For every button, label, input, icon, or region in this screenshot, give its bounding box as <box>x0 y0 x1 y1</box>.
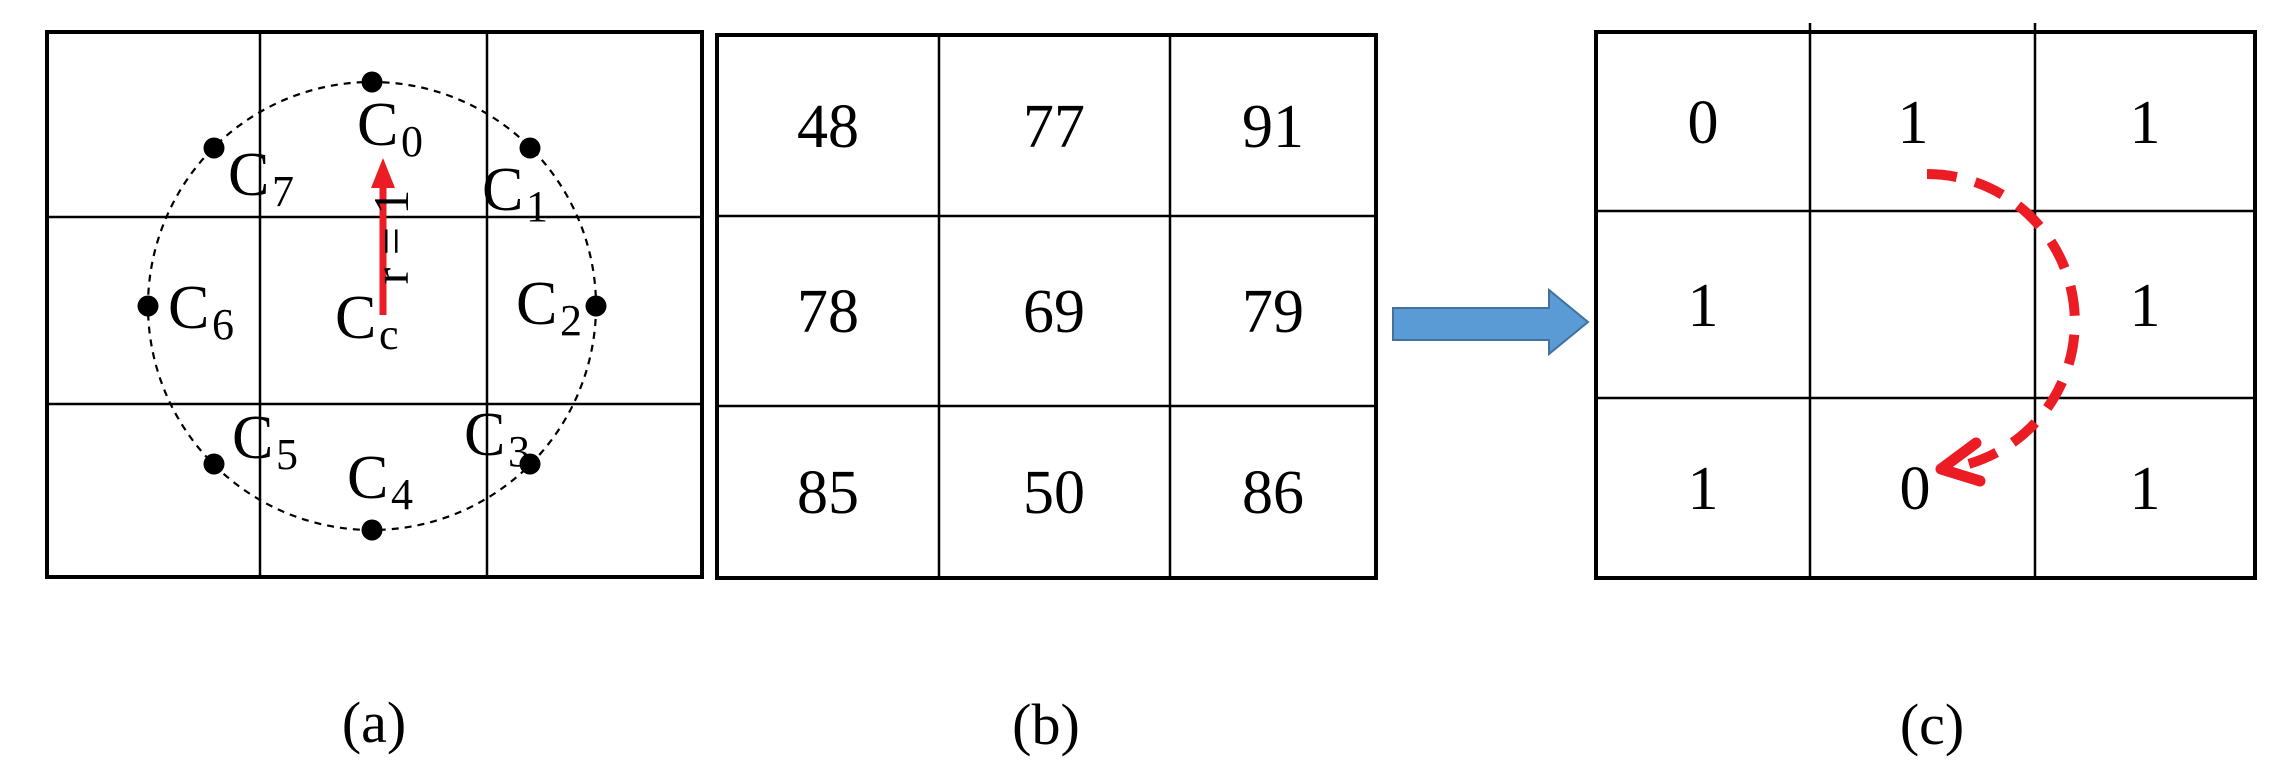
label-subscript: 3 <box>508 427 530 476</box>
binary-value-cell: 1 <box>1688 455 1719 523</box>
sample-label-c4: C 4 <box>347 444 413 519</box>
sample-label-c7: C 7 <box>228 141 294 216</box>
pixel-value-cell: 86 <box>1242 459 1304 527</box>
label-subscript: 7 <box>272 167 294 216</box>
sample-dot-c5 <box>203 453 225 475</box>
label-subscript: 6 <box>212 300 234 349</box>
pixel-value-cell: 50 <box>1023 459 1085 527</box>
panel-a-caption: (a) <box>342 690 406 755</box>
rotation-arc-arrowhead-icon <box>1935 437 1986 487</box>
binary-value-cell: 1 <box>1688 272 1719 340</box>
panel-c-caption: (c) <box>1900 692 1964 757</box>
panel-c: 0 1 1 1 1 1 0 1 <box>1594 23 2257 580</box>
label-subscript: 5 <box>276 430 298 479</box>
panel-b-caption: (b) <box>1012 692 1080 757</box>
radius-arrow <box>371 158 395 315</box>
pixel-value-cell: 91 <box>1242 93 1304 161</box>
pixel-value-cell: 48 <box>797 93 859 161</box>
label-base: C <box>482 156 523 224</box>
radius-arrow-head-icon <box>371 158 395 188</box>
sample-label-c0: C 0 <box>357 91 423 166</box>
sample-label-c6: C 6 <box>168 274 234 349</box>
label-subscript: 2 <box>560 296 582 345</box>
sample-dot-c3 <box>519 453 541 475</box>
binary-value-cell: 1 <box>1898 89 1929 157</box>
binary-value-cell: 0 <box>1688 89 1719 157</box>
sample-label-c2: C 2 <box>516 270 582 345</box>
binary-value-cell: 0 <box>1900 455 1931 523</box>
pixel-value-cell: 77 <box>1023 93 1085 161</box>
panel-b: 48 77 91 78 69 79 85 50 86 <box>715 33 1378 580</box>
sample-dot-c0 <box>361 71 383 93</box>
center-pixel-label: C c <box>335 284 399 359</box>
label-base: C <box>464 401 505 469</box>
radius-label: r = 1 <box>363 190 419 285</box>
label-subscript: 1 <box>526 182 548 231</box>
label-base: C <box>516 270 557 338</box>
sample-label-c3: C 3 <box>464 401 530 476</box>
pixel-value-cell: 85 <box>797 459 859 527</box>
transform-arrow-icon <box>1392 287 1590 357</box>
sample-dot-c4 <box>361 519 383 541</box>
sample-dot-c2 <box>585 295 607 317</box>
pixel-value-cell: 79 <box>1242 278 1304 346</box>
label-subscript: 0 <box>401 117 423 166</box>
binary-value-cell: 1 <box>2130 455 2161 523</box>
sample-label-c5: C 5 <box>232 404 298 479</box>
label-subscript: c <box>379 310 399 359</box>
pixel-value-cell: 69 <box>1023 278 1085 346</box>
label-base: C <box>335 284 376 352</box>
binary-value-cell: 1 <box>2130 89 2161 157</box>
sample-dot-c6 <box>137 295 159 317</box>
panel-a: C 0 C 1 C 2 C 3 C 4 C 5 C 6 C 7 <box>45 30 704 579</box>
label-subscript: 4 <box>391 470 413 519</box>
panel-c-border <box>1594 30 2257 580</box>
label-base: C <box>232 404 273 472</box>
sample-label-c1: C 1 <box>482 156 548 231</box>
label-base: C <box>168 274 209 342</box>
label-base: C <box>347 444 388 512</box>
panel-b-border <box>715 33 1378 580</box>
rotation-arc <box>1926 169 2080 470</box>
pixel-value-cell: 78 <box>797 278 859 346</box>
label-base: C <box>357 91 398 159</box>
sample-dot-c7 <box>203 137 225 159</box>
sample-dot-c1 <box>519 137 541 159</box>
binary-value-cell: 1 <box>2130 272 2161 340</box>
label-base: C <box>228 141 269 209</box>
panel-a-border <box>45 30 704 579</box>
